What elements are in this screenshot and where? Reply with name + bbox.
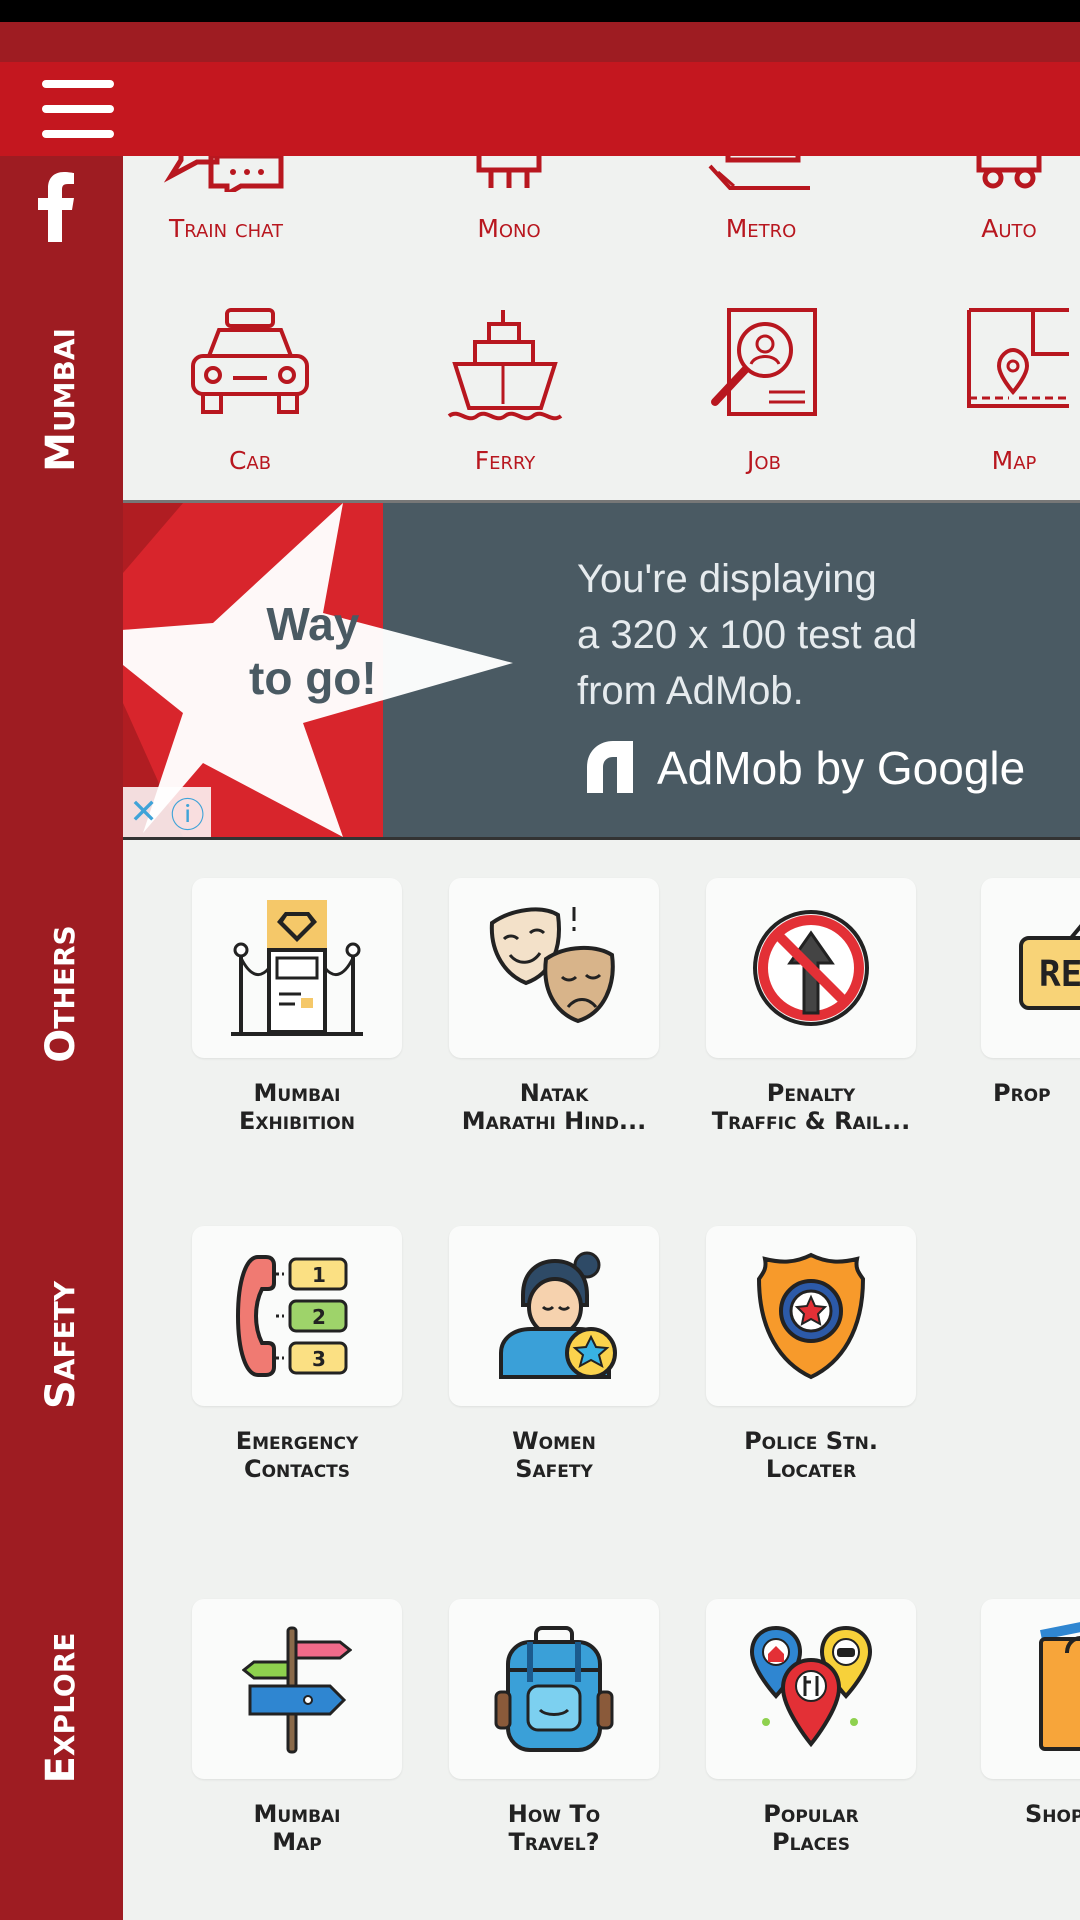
ad-star-text-1: Way: [266, 598, 360, 650]
admob-brand-label: AdMob by Google: [657, 742, 1026, 794]
backpack-icon: [494, 1626, 614, 1752]
taxi-icon: [191, 308, 309, 414]
ad-star-text-2: to go!: [249, 652, 377, 704]
mumbai-map-card[interactable]: [192, 1599, 402, 1779]
ad-banner[interactable]: Way to go! You're displaying a 320 x 100…: [123, 500, 1080, 840]
women-safety-card[interactable]: [449, 1226, 659, 1406]
ship-icon: [447, 310, 563, 421]
no-entry-icon: [753, 910, 869, 1026]
police-station-card[interactable]: [706, 1226, 916, 1406]
ad-line-3: from AdMob.: [577, 669, 804, 713]
section-sidebar: Mumbai Others Safety Explore: [0, 156, 123, 1920]
svg-text:1: 1: [312, 1263, 326, 1287]
auto-label: Auto: [981, 214, 1037, 243]
cab-label: Cab: [228, 446, 272, 475]
job-search-icon: [711, 308, 817, 416]
exhibition-icon: [231, 900, 363, 1036]
woman-star-icon: [499, 1251, 617, 1379]
police-station-label: Police Stn.Locater: [744, 1427, 878, 1483]
location-pins-icon: [749, 1625, 873, 1748]
ad-message: You're displaying a 320 x 100 test ad fr…: [577, 551, 917, 719]
mono-item[interactable]: Mono: [409, 156, 609, 266]
hamburger-menu-icon[interactable]: [42, 76, 116, 142]
svg-text:REN: REN: [1039, 954, 1080, 995]
status-bar-tint: [0, 22, 1080, 62]
mono-label: Mono: [477, 214, 541, 243]
job-item[interactable]: Job: [664, 306, 864, 486]
facebook-icon[interactable]: [34, 172, 78, 242]
main-content: Train chat Mono Metro Auto: [123, 156, 1080, 1920]
signpost-icon: [242, 1626, 352, 1754]
shopping-bag-icon: [1039, 1622, 1080, 1751]
rent-sign-icon: REN: [1019, 924, 1080, 1010]
natak-card[interactable]: [449, 878, 659, 1058]
property-label: Prop: [993, 1079, 1051, 1107]
metro-item[interactable]: Metro: [661, 156, 861, 266]
ferry-label: Ferry: [474, 446, 536, 475]
theatre-masks-icon: [489, 907, 615, 1024]
property-card[interactable]: REN: [981, 878, 1080, 1058]
metro-label: Metro: [725, 214, 797, 243]
monorail-icon: [476, 156, 542, 188]
job-label: Job: [747, 446, 781, 475]
how-to-travel-card[interactable]: [449, 1599, 659, 1779]
popular-places-card[interactable]: [706, 1599, 916, 1779]
svg-text:3: 3: [312, 1347, 326, 1371]
emergency-contacts-card[interactable]: 1 2 3: [192, 1226, 402, 1406]
train-chat-item[interactable]: Train chat: [126, 156, 326, 266]
ad-close-icon[interactable]: ✕: [129, 793, 158, 831]
status-bar: [0, 0, 1080, 22]
ferry-item[interactable]: Ferry: [405, 306, 605, 486]
admob-brand: AdMob by Google: [577, 733, 1025, 803]
police-badge-icon: [756, 1252, 866, 1380]
auto-rickshaw-icon: [976, 156, 1042, 189]
map-item[interactable]: Map: [914, 306, 1080, 486]
emergency-phone-icon: 1 2 3: [235, 1255, 348, 1377]
svg-text:2: 2: [312, 1305, 326, 1329]
map-label: Map: [991, 446, 1037, 475]
admob-logo-icon: [587, 741, 633, 793]
shop-label: Shop: [1025, 1800, 1080, 1828]
chat-icon: [163, 156, 284, 192]
ad-info-icon[interactable]: ⓘ: [170, 796, 205, 835]
train-chat-label: Train chat: [168, 214, 284, 243]
map-pin-icon: [967, 308, 1069, 408]
ad-controls: ✕ ⓘ: [123, 787, 211, 837]
auto-item[interactable]: Auto: [909, 156, 1080, 266]
penalty-card[interactable]: [706, 878, 916, 1058]
shop-card[interactable]: [981, 1599, 1080, 1779]
app-bar: [0, 62, 1080, 156]
star-icon: [123, 503, 513, 837]
ad-line-2: a 320 x 100 test ad: [577, 613, 918, 657]
metro-icon: [708, 156, 810, 190]
cab-item[interactable]: Cab: [150, 306, 350, 486]
ad-line-1: You're displaying: [577, 557, 877, 601]
mumbai-exhibition-card[interactable]: [192, 878, 402, 1058]
